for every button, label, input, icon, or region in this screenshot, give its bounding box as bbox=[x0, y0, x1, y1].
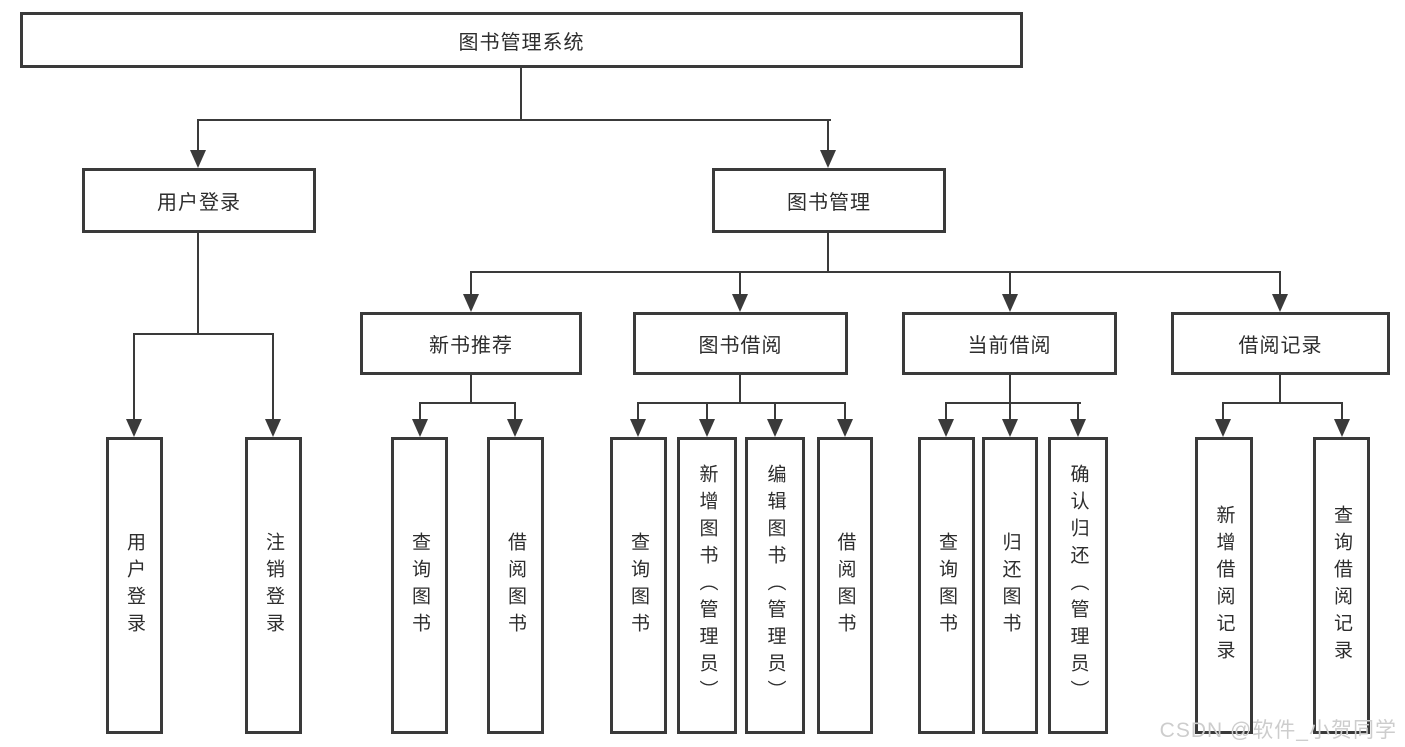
leaf-label: 新增图书（管理员） bbox=[696, 464, 718, 707]
node-book-borrow: 图书借阅 bbox=[633, 312, 848, 375]
arrow-down-icon bbox=[767, 419, 783, 437]
node-label: 当前借阅 bbox=[967, 335, 1052, 357]
arrow-down-icon bbox=[1002, 294, 1018, 312]
connector-book-mgmt-split bbox=[470, 271, 1281, 273]
arrow-down-icon bbox=[1002, 419, 1018, 437]
arrow-down-icon bbox=[938, 419, 954, 437]
leaf-label: 查询借阅记录 bbox=[1331, 504, 1352, 667]
arrow-down-icon bbox=[412, 419, 428, 437]
leaf-borrow-books: 借阅图书 bbox=[817, 437, 873, 734]
arrow-down-icon bbox=[1215, 419, 1231, 437]
connector-stem bbox=[739, 273, 741, 295]
leaf-label: 新增借阅记录 bbox=[1213, 504, 1235, 667]
leaf-query-books-recommend: 查询图书 bbox=[391, 437, 448, 734]
connector-stem bbox=[1279, 273, 1281, 295]
connector-current-stem bbox=[1009, 375, 1011, 404]
leaf-label: 借阅图书 bbox=[505, 531, 526, 640]
node-library-management-system: 图书管理系统 bbox=[20, 12, 1023, 68]
leaf-label: 查询图书 bbox=[936, 531, 957, 640]
leaf-query-borrow-record: 查询借阅记录 bbox=[1313, 437, 1370, 734]
connector-stem bbox=[637, 404, 639, 420]
connector-stem bbox=[419, 404, 421, 420]
connector-stem bbox=[945, 404, 947, 420]
node-book-management: 图书管理 bbox=[712, 168, 946, 233]
leaf-label: 查询图书 bbox=[628, 531, 649, 640]
connector-borrow-split bbox=[637, 402, 846, 404]
leaf-label: 确认归还（管理员） bbox=[1067, 464, 1089, 707]
connector-recommend-stem bbox=[470, 375, 472, 404]
connector-stem bbox=[1341, 404, 1343, 420]
connector-records-split bbox=[1222, 402, 1343, 404]
node-current-borrow: 当前借阅 bbox=[902, 312, 1117, 375]
connector-stem bbox=[844, 404, 846, 420]
connector-borrow-stem bbox=[739, 375, 741, 404]
arrow-down-icon bbox=[1334, 419, 1350, 437]
arrow-down-icon bbox=[507, 419, 523, 437]
leaf-label: 编辑图书（管理员） bbox=[764, 464, 786, 707]
leaf-query-books-current: 查询图书 bbox=[918, 437, 975, 734]
node-label: 图书管理系统 bbox=[458, 31, 585, 54]
arrow-down-icon bbox=[190, 150, 206, 168]
connector-user-login-split bbox=[133, 333, 274, 335]
arrow-down-icon bbox=[1070, 419, 1086, 437]
connector-root-stem bbox=[520, 67, 522, 121]
connector-recommend-split bbox=[419, 402, 516, 404]
connector-user-login-stem bbox=[197, 233, 199, 334]
node-label: 图书借阅 bbox=[698, 335, 783, 357]
connector-records-stem bbox=[1279, 375, 1281, 404]
connector-stem bbox=[514, 404, 516, 420]
leaf-label: 用户登录 bbox=[124, 531, 145, 640]
node-borrow-records: 借阅记录 bbox=[1171, 312, 1390, 375]
leaf-label: 查询图书 bbox=[409, 531, 430, 640]
connector-stem bbox=[1009, 273, 1011, 295]
node-label: 用户登录 bbox=[157, 192, 241, 214]
connector-stem bbox=[1009, 404, 1011, 420]
leaf-confirm-return-admin: 确认归还（管理员） bbox=[1048, 437, 1108, 734]
leaf-add-books-admin: 新增图书（管理员） bbox=[677, 437, 737, 734]
connector-current-split bbox=[945, 402, 1081, 404]
arrow-down-icon bbox=[1272, 294, 1288, 312]
arrow-down-icon bbox=[732, 294, 748, 312]
leaf-edit-books-admin: 编辑图书（管理员） bbox=[745, 437, 805, 734]
node-user-login: 用户登录 bbox=[82, 168, 316, 233]
connector-stem bbox=[272, 335, 274, 419]
arrow-down-icon bbox=[265, 419, 281, 437]
arrow-down-icon bbox=[463, 294, 479, 312]
arrow-down-icon bbox=[837, 419, 853, 437]
connector-stem bbox=[470, 273, 472, 295]
connector-stem bbox=[706, 404, 708, 420]
leaf-borrow-books-recommend: 借阅图书 bbox=[487, 437, 544, 734]
node-new-book-recommend: 新书推荐 bbox=[360, 312, 582, 375]
connector-stem bbox=[1222, 404, 1224, 420]
connector-book-mgmt-stem bbox=[827, 233, 829, 272]
node-label: 借阅记录 bbox=[1238, 335, 1323, 357]
connector-stem bbox=[133, 335, 135, 419]
arrow-down-icon bbox=[126, 419, 142, 437]
connector-stem bbox=[827, 121, 829, 151]
leaf-user-login: 用户登录 bbox=[106, 437, 163, 734]
connector-root-split bbox=[197, 119, 831, 121]
connector-stem bbox=[774, 404, 776, 420]
leaf-query-books-borrow: 查询图书 bbox=[610, 437, 667, 734]
arrow-down-icon bbox=[699, 419, 715, 437]
leaf-logout: 注销登录 bbox=[245, 437, 302, 734]
leaf-add-borrow-record: 新增借阅记录 bbox=[1195, 437, 1253, 734]
leaf-label: 注销登录 bbox=[263, 531, 284, 640]
leaf-return-books: 归还图书 bbox=[982, 437, 1038, 734]
leaf-label: 归还图书 bbox=[999, 531, 1021, 640]
connector-stem bbox=[197, 121, 199, 151]
arrow-down-icon bbox=[630, 419, 646, 437]
arrow-down-icon bbox=[820, 150, 836, 168]
node-label: 新书推荐 bbox=[429, 335, 513, 357]
node-label: 图书管理 bbox=[787, 192, 871, 214]
csdn-watermark: CSDN @软件_小贺同学 bbox=[1159, 719, 1397, 742]
leaf-label: 借阅图书 bbox=[834, 531, 856, 640]
connector-stem bbox=[1077, 404, 1079, 420]
